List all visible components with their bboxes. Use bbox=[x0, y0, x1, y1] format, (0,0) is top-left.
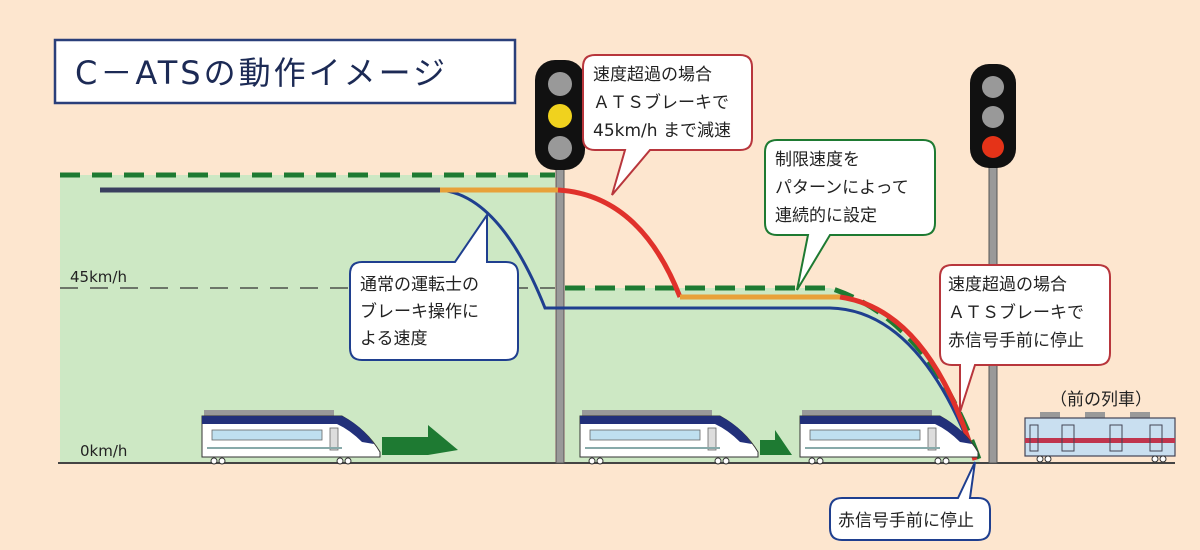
front-train-label: （前の列車） bbox=[1050, 390, 1152, 410]
callout-overspeed-45: 速度超過の場合 ＡＴＳブレーキで 45km/h まで減速 bbox=[582, 54, 753, 196]
signal-light-yellow-icon bbox=[548, 104, 572, 128]
callout-text: ＡＴＳブレーキで bbox=[593, 92, 729, 113]
callout-text: 通常の運転士の bbox=[360, 275, 479, 295]
callout-text: 赤信号手前に停止 bbox=[838, 511, 974, 531]
axis-label-0: 0km/h bbox=[80, 442, 127, 460]
callout-overspeed-stop: 速度超過の場合 ＡＴＳブレーキで 赤信号手前に停止 bbox=[939, 264, 1111, 413]
arrow-right-icon bbox=[760, 430, 792, 455]
front-train bbox=[1024, 412, 1176, 463]
permitted-area-fast bbox=[60, 175, 555, 462]
signal-pole-1 bbox=[555, 159, 565, 464]
ats-brake-curve-2 bbox=[839, 294, 978, 461]
signal-light-red-icon bbox=[982, 136, 1004, 158]
arrow-right-icon bbox=[382, 425, 458, 455]
signal-light-gray-icon bbox=[548, 136, 572, 160]
callout-text: 連続的に設定 bbox=[775, 206, 877, 226]
signal-light-gray-icon bbox=[548, 72, 572, 96]
callout-text: 速度超過の場合 bbox=[593, 65, 712, 85]
callout-pattern: 制限速度を パターンによって 連続的に設定 bbox=[764, 139, 936, 291]
ats-brake-curve-1 bbox=[557, 187, 683, 298]
signal-1 bbox=[535, 60, 585, 170]
title-box bbox=[53, 38, 517, 105]
signal-light-gray-icon bbox=[982, 76, 1004, 98]
signal-light-gray-icon bbox=[982, 106, 1004, 128]
signal-2 bbox=[970, 64, 1016, 168]
callout-text: パターンによって bbox=[775, 178, 909, 198]
page-title: C－ATSの動作イメージ bbox=[75, 54, 448, 92]
callout-text: よる速度 bbox=[360, 329, 428, 349]
callout-text: 速度超過の場合 bbox=[948, 275, 1067, 295]
callout-text: ブレーキ操作に bbox=[360, 301, 479, 322]
callout-stop: 赤信号手前に停止 bbox=[829, 461, 991, 541]
axis-label-45: 45km/h bbox=[70, 268, 127, 286]
driver-brake-curve bbox=[439, 188, 977, 461]
callout-text: 45km/h まで減速 bbox=[593, 121, 731, 141]
callout-normal-brake: 通常の運転士の ブレーキ操作に よる速度 bbox=[349, 211, 519, 361]
callout-text: 制限速度を bbox=[775, 150, 860, 170]
callout-text: 赤信号手前に停止 bbox=[948, 331, 1084, 351]
callout-text: ＡＴＳブレーキで bbox=[948, 302, 1084, 323]
